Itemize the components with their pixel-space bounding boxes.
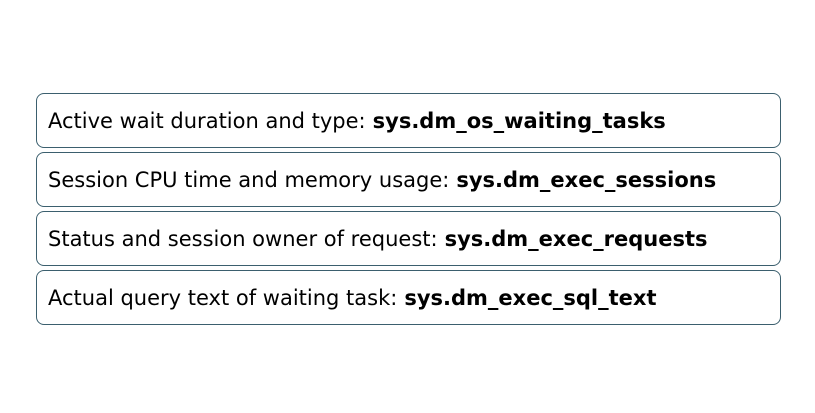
dmv-row-waiting-tasks: Active wait duration and type: sys.dm_os…: [36, 93, 781, 148]
row-label: Actual query text of waiting task:: [48, 285, 398, 310]
row-dmv-name: sys.dm_os_waiting_tasks: [372, 108, 666, 133]
dmv-row-exec-sql-text: Actual query text of waiting task: sys.d…: [36, 270, 781, 325]
row-label: Active wait duration and type:: [48, 108, 366, 133]
row-dmv-name: sys.dm_exec_sql_text: [404, 285, 657, 310]
dmv-row-exec-sessions: Session CPU time and memory usage: sys.d…: [36, 152, 781, 207]
row-dmv-name: sys.dm_exec_sessions: [456, 167, 717, 192]
row-label: Session CPU time and memory usage:: [48, 167, 450, 192]
dmv-list: Active wait duration and type: sys.dm_os…: [36, 93, 781, 329]
row-label: Status and session owner of request:: [48, 226, 438, 251]
dmv-row-exec-requests: Status and session owner of request: sys…: [36, 211, 781, 266]
row-dmv-name: sys.dm_exec_requests: [444, 226, 708, 251]
